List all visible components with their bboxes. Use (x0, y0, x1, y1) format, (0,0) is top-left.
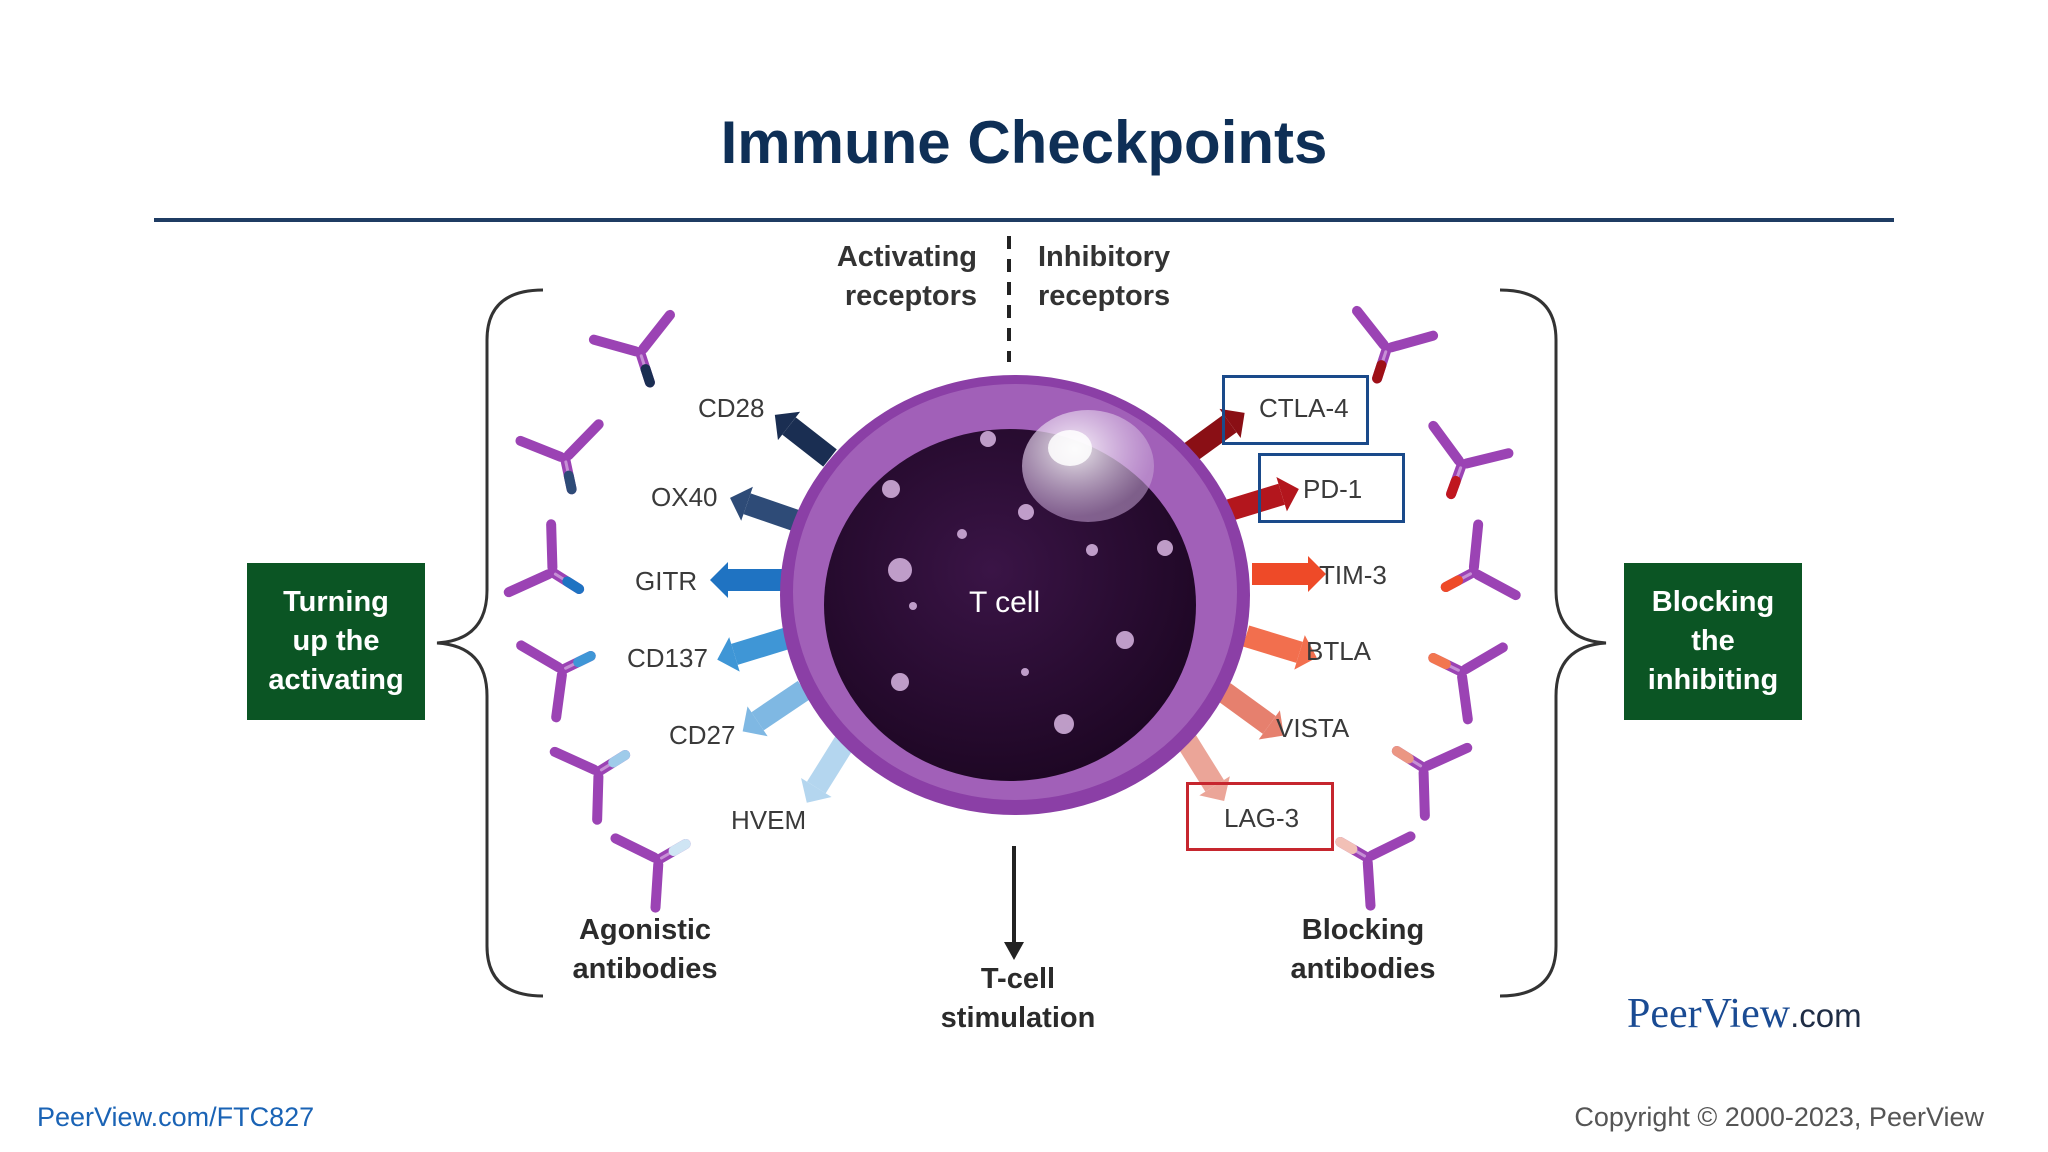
activating-receptors-header: Activating receptors (837, 238, 977, 316)
t-cell-granules (882, 431, 1173, 734)
stimulation-line1: T-cell (980, 963, 1056, 995)
label-cd28: CD28 (698, 393, 765, 423)
activating-header-line2: receptors (844, 280, 977, 312)
slide-title: Immune Checkpoints (720, 109, 1328, 176)
label-ctla4: CTLA-4 (1259, 393, 1349, 423)
agonistic-line1: Agonistic (578, 914, 712, 946)
receptor-cd137 (717, 627, 792, 672)
label-vista: VISTA (1276, 713, 1350, 743)
agonistic-line2: antibodies (572, 953, 718, 985)
right-brace (1499, 288, 1607, 998)
agonistic-antibodies (509, 315, 706, 908)
label-hvem: HVEM (731, 805, 807, 835)
inhibitory-header-line2: receptors (1038, 280, 1171, 312)
blocking-antibodies-caption: Blocking antibodies (1253, 911, 1473, 989)
label-lag3: LAG-3 (1224, 803, 1300, 833)
receptor-tim3 (1252, 556, 1326, 592)
receptor-pd1 (1226, 476, 1299, 521)
receptor-btla (1242, 625, 1317, 670)
label-cd137: CD137 (627, 643, 708, 673)
activating-header-line1: Activating (836, 241, 977, 273)
t-cell-label: T cell (969, 586, 1041, 619)
right-box-line3: inhibiting (1647, 664, 1779, 696)
left-box-line2: up the (292, 625, 380, 657)
turning-up-activating-box: Turning up the activating (247, 563, 425, 720)
t-cell-stimulation-caption: T-cell stimulation (908, 960, 1128, 1038)
receptor-cd27 (742, 680, 811, 737)
lag3-highlight-box (1186, 782, 1334, 851)
label-ox40: OX40 (651, 482, 718, 512)
pd1-highlight-box (1258, 453, 1405, 523)
label-gitr: GITR (635, 566, 698, 596)
right-box-line2: the (1691, 625, 1735, 657)
label-cd27: CD27 (669, 720, 736, 750)
left-box-line3: activating (268, 664, 404, 696)
blocking-antibodies (1320, 311, 1515, 906)
t-cell-vesicle (1022, 410, 1154, 522)
logo-brand: PeerView (1627, 991, 1791, 1037)
label-btla: BTLA (1306, 636, 1372, 666)
inhibitory-header-line1: Inhibitory (1038, 241, 1171, 273)
blocking-inhibiting-box: Blocking the inhibiting (1624, 563, 1802, 720)
footer-link[interactable]: PeerView.com/FTC827 (37, 1102, 315, 1132)
receptor-vista (1217, 683, 1284, 740)
receptor-gitr (710, 562, 784, 598)
left-box-line1: Turning (283, 586, 389, 618)
title-rule (154, 218, 1894, 222)
footer-copyright: Copyright © 2000-2023, PeerView (1574, 1102, 1984, 1132)
left-brace (436, 288, 544, 998)
peerview-logo: PeerView.com (1627, 990, 1862, 1038)
stimulation-line2: stimulation (940, 1002, 1096, 1034)
label-tim3: TIM-3 (1319, 560, 1387, 590)
logo-suffix: .com (1790, 997, 1862, 1034)
receptor-cd28 (774, 411, 837, 467)
agonistic-antibodies-caption: Agonistic antibodies (535, 911, 755, 989)
receptor-hvem (801, 734, 856, 803)
label-pd1: PD-1 (1303, 474, 1363, 504)
receptor-ox40 (730, 486, 804, 533)
inhibitory-receptors-header: Inhibitory receptors (1038, 238, 1170, 316)
right-box-line1: Blocking (1651, 586, 1775, 618)
blocking-line2: antibodies (1290, 953, 1436, 985)
blocking-line1: Blocking (1301, 914, 1425, 946)
ctla4-highlight-box (1222, 375, 1369, 445)
